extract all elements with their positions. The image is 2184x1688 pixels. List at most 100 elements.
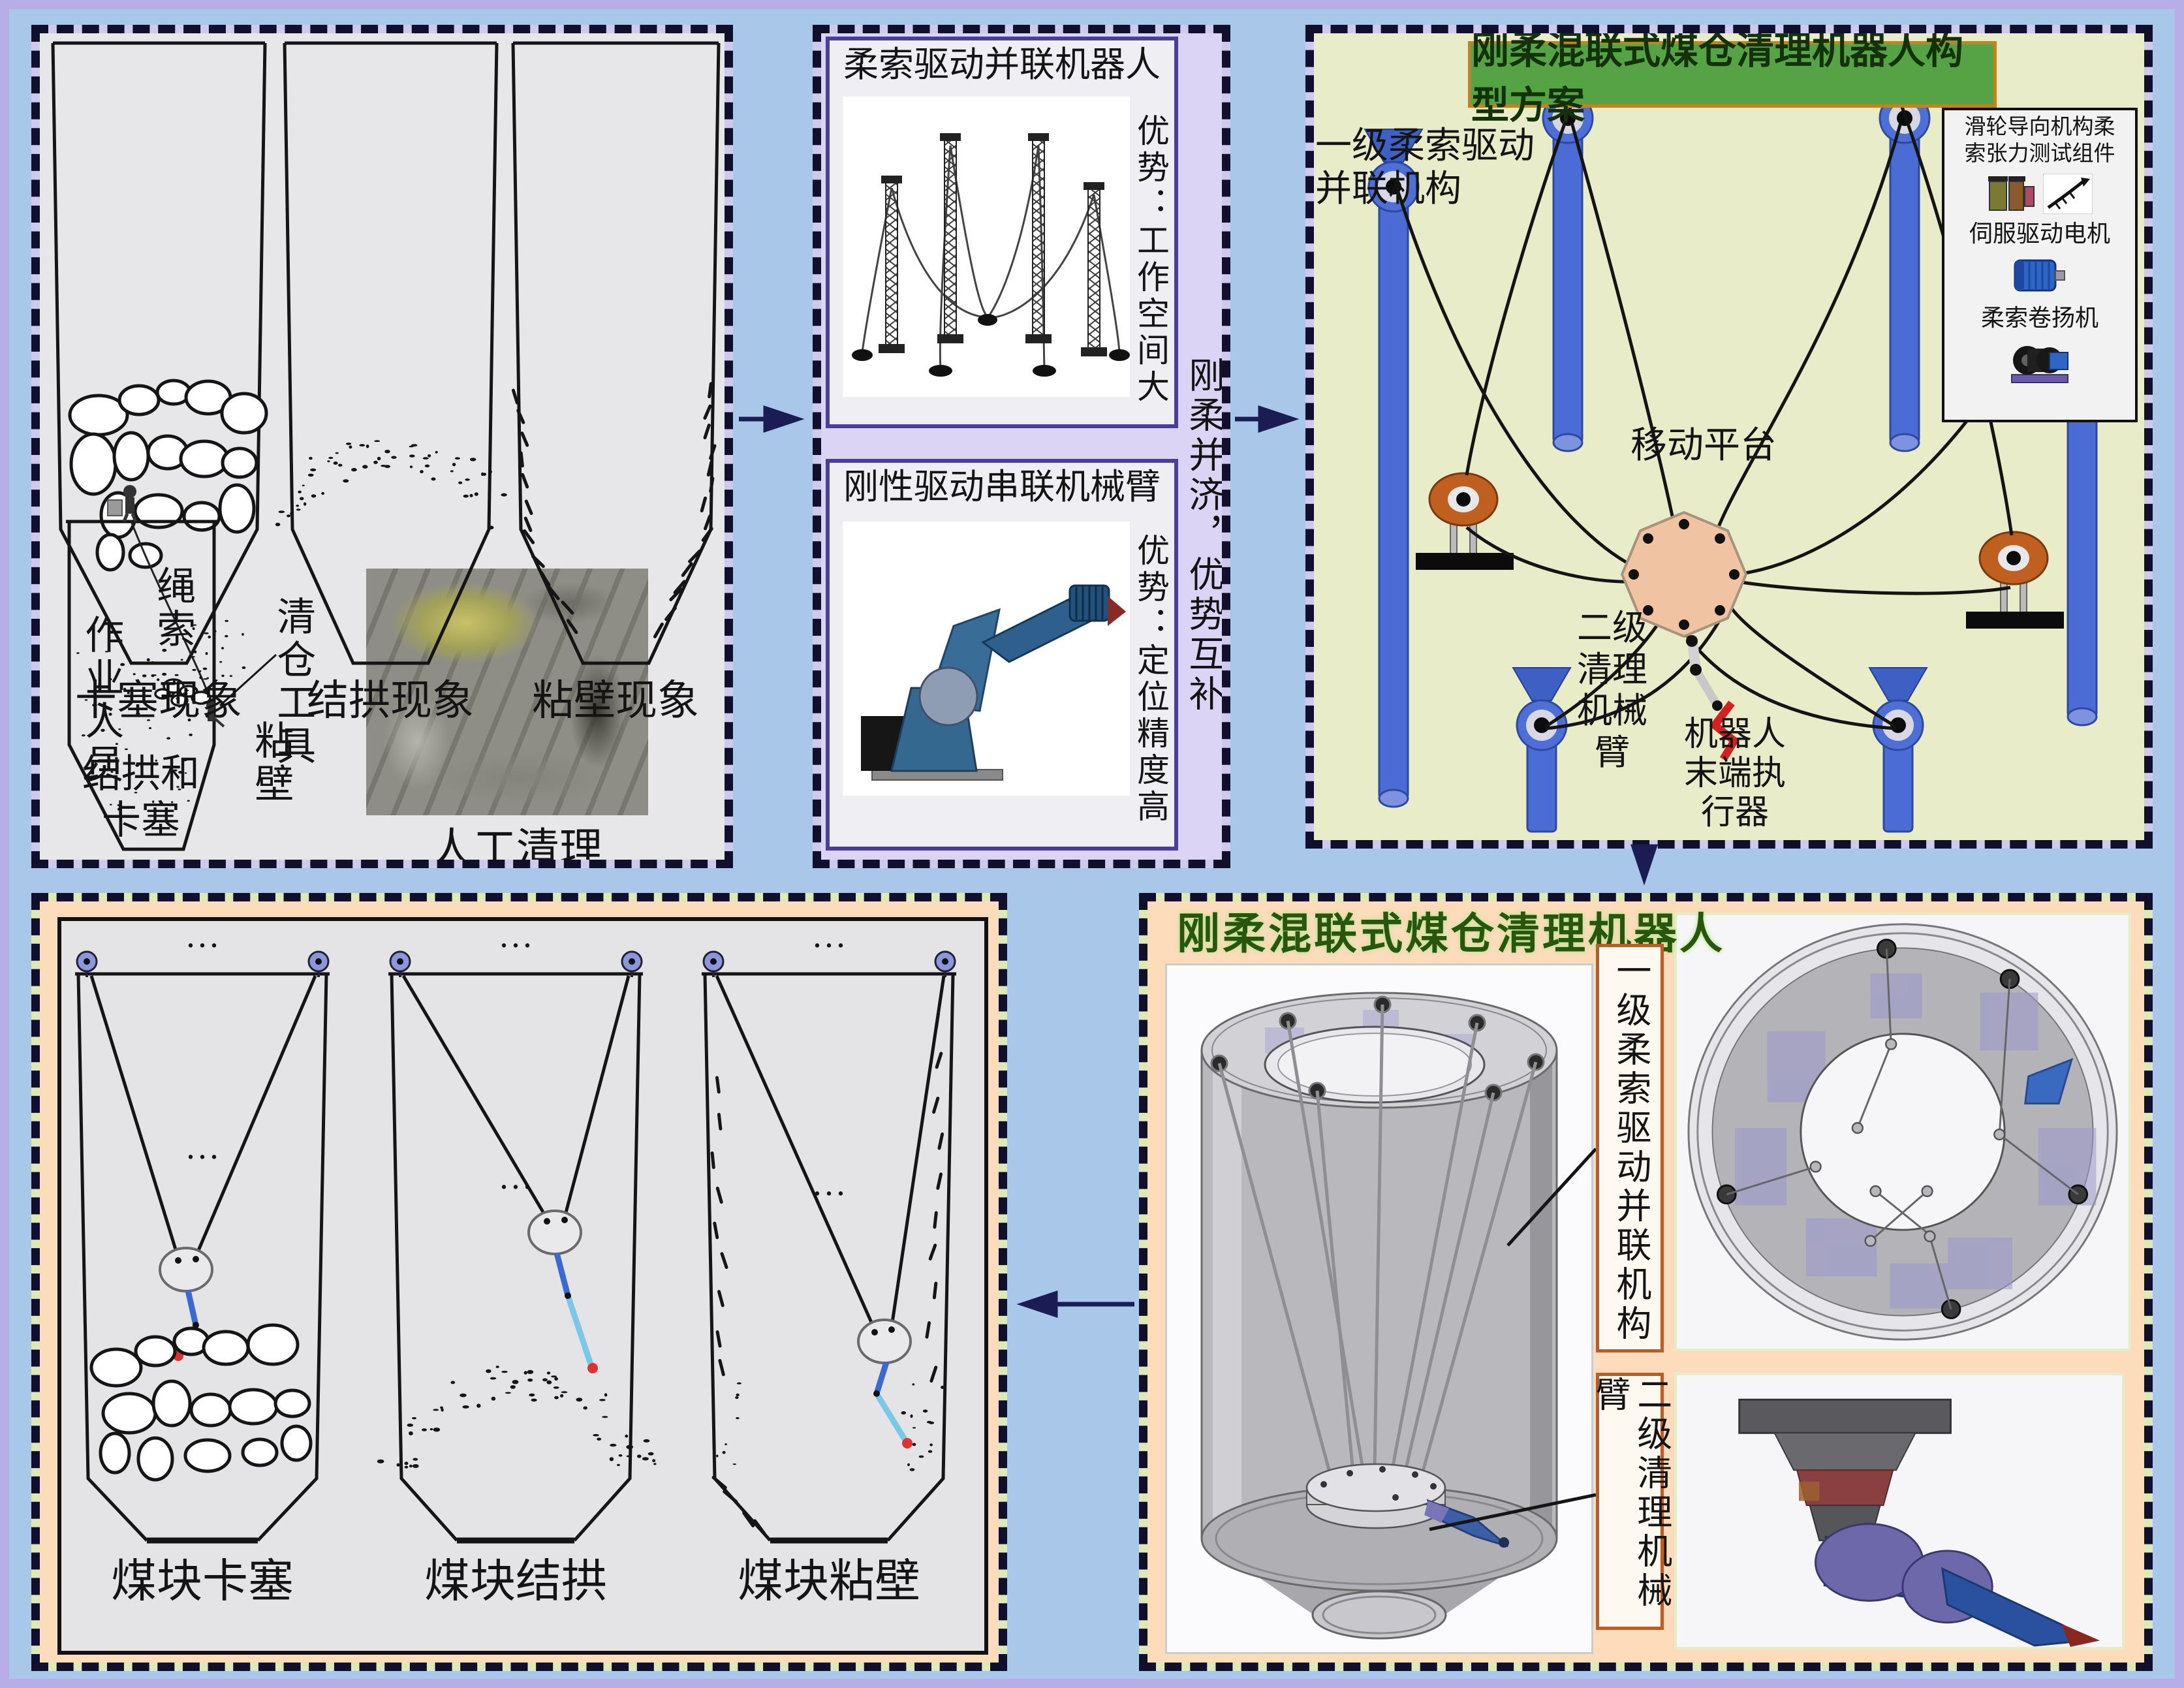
ellipsis-5: ··· <box>498 1167 533 1206</box>
coal-lumps <box>68 379 268 572</box>
red-end-effector <box>1709 700 1739 762</box>
bunkers-inner-area: ··· ··· ··· ··· ··· ··· 煤块卡塞 煤块结拱 煤块粘壁 <box>57 917 988 1655</box>
column-left <box>1364 129 1424 808</box>
serial-arm-box: 刚性驱动串联机械臂 优势：定位精度高 <box>826 459 1178 851</box>
cable-robot-image <box>843 97 1130 397</box>
ellipsis-1: ··· <box>185 926 220 965</box>
serial-arm-title: 刚性驱动串联机械臂 <box>843 467 1161 507</box>
cable-anchors <box>852 314 1130 377</box>
primary-mechanism-label: 一级柔索驱动并联机构 <box>1315 126 1535 210</box>
forearm <box>1941 1567 2090 1647</box>
legend-tension-label: 滑轮导向机构柔索张力测试组件 <box>1964 116 2115 166</box>
coal-jam-label: 煤块卡塞 <box>111 1557 294 1607</box>
robot-bunkers-drawing <box>75 950 956 1544</box>
panel-robot-in-bunkers: ··· ··· ··· ··· ··· ··· 煤块卡塞 煤块结拱 煤块粘壁 <box>31 893 1007 1671</box>
legend-box: 滑轮导向机构柔索张力测试组件 伺服驱动电机 柔索卷扬机 <box>1942 108 2138 422</box>
platform-top-view-drawing <box>1687 923 2118 1341</box>
bunker-jam-label: 卡塞现象 <box>75 678 242 724</box>
bunker-cad-image <box>1165 963 1593 1654</box>
worker-inside-icon <box>206 701 225 728</box>
rope-label: 绳索 <box>151 565 195 651</box>
panel-robot-types-body: 柔索驱动并联机器人 <box>821 33 1222 860</box>
cable-sensor-icon <box>1988 176 2035 211</box>
cable-robot-title: 柔索驱动并联机器人 <box>843 45 1161 84</box>
end-effector-label: 机器人末端执行器 <box>1683 716 1786 832</box>
legend-tension-icons <box>1987 173 2093 214</box>
bunker-cad-drawing <box>1200 992 1558 1640</box>
ellipsis-6: ··· <box>811 1174 847 1213</box>
flange-plate <box>1738 1398 1952 1434</box>
ellipsis-3: ··· <box>811 926 847 965</box>
worker-label: 作业人员 <box>79 614 123 787</box>
manual-cleaning-photo <box>366 569 648 815</box>
secondary-arm-label: 二级清理机械臂 <box>1577 608 1647 773</box>
scheme-title: 刚柔混联式煤仓清理机器人构型方案 <box>1468 33 1997 127</box>
coal-lumps-jam <box>89 1323 313 1482</box>
corner-pulleys <box>76 950 956 977</box>
panel-bunker-problems: 卡塞现象 结拱现象 粘壁现象 绳索 作业人员 清仓工具 粘壁 结拱和卡塞 人工清… <box>31 25 733 868</box>
cable-robot-advantage: 优势：工作空间大 <box>1132 114 1169 406</box>
column-bottom-right <box>1868 667 1928 833</box>
tool-leader-line <box>219 653 277 707</box>
bunker-jam-outline <box>51 41 267 665</box>
bunker-stick-outline <box>511 41 721 665</box>
end-effector-cad-drawing <box>1678 1375 2121 1647</box>
coal-arch-label: 煤块结拱 <box>424 1557 607 1607</box>
primary-mech-callout: 一级柔索驱动并联机构 <box>1596 944 1664 1352</box>
panel-bunker-problems-body: 卡塞现象 结拱现象 粘壁现象 绳索 作业人员 清仓工具 粘壁 结拱和卡塞 人工清… <box>40 33 725 860</box>
drive-cables <box>1395 102 2082 730</box>
manual-cleaning-label: 人工清理 <box>430 826 602 860</box>
arch-and-jam-label: 结拱和卡塞 <box>82 753 200 842</box>
arm-tool-tip <box>1108 596 1126 626</box>
inside-coal-lumps <box>154 678 211 707</box>
synergy-note: 刚柔并济，优势互补 <box>1183 356 1222 715</box>
red-tip <box>2061 1623 2100 1647</box>
bunker-stick-label: 粘壁现象 <box>532 678 699 724</box>
panel-robot-types: 柔索驱动并联机器人 <box>813 25 1230 868</box>
cable-robot-box: 柔索驱动并联机器人 <box>826 37 1178 428</box>
hybrid-robot-title: 刚柔混联式煤仓清理机器人 <box>1177 911 1725 958</box>
platform-top-view-image <box>1674 913 2131 1351</box>
cad-cables <box>1217 1004 1538 1477</box>
cable-winch-icon <box>2011 345 2068 383</box>
rope-line <box>130 521 213 705</box>
ellipsis-2: ··· <box>498 926 533 965</box>
serial-arm-image <box>843 522 1130 796</box>
hanging-platforms <box>159 1210 912 1364</box>
bunker-problems-drawing <box>51 41 721 851</box>
servo-motor-icon <box>2014 259 2065 291</box>
cable-end-dots <box>1809 1038 2006 1247</box>
end-effector-cad-image <box>1674 1373 2125 1649</box>
panel-configuration-scheme-body: 刚柔混联式煤仓清理机器人构型方案 一级柔索驱动并联机构 滑轮导向机构柔索张力测试… <box>1314 33 2144 840</box>
purple-patches <box>1735 973 2097 1309</box>
column-bottom-left <box>1512 667 1572 833</box>
secondary-arm-callout: 二级清理机械臂 <box>1590 1373 1671 1630</box>
tension-pulley-right <box>1966 531 2064 629</box>
serial-arm-advantage: 优势：定位精度高 <box>1132 533 1169 826</box>
panel-configuration-scheme: 刚柔混联式煤仓清理机器人构型方案 一级柔索驱动并联机构 滑轮导向机构柔索张力测试… <box>1305 25 2153 849</box>
arm-shoulder-joint <box>918 666 978 727</box>
secondary-arm-callout-text: 二级清理机械臂 <box>1590 1376 1671 1611</box>
mobile-platform-label: 移动平台 <box>1630 426 1777 466</box>
secondary-arm <box>1686 635 1739 762</box>
truss-towers <box>879 133 1107 356</box>
panel-robot-in-bunkers-body: ··· ··· ··· ··· ··· ··· 煤块卡塞 煤块结拱 煤块粘壁 <box>40 901 999 1663</box>
coal-stick-label: 煤块粘壁 <box>738 1557 920 1607</box>
panel-hybrid-robot-body: 刚柔混联式煤仓清理机器人 <box>1147 901 2144 1663</box>
hook-icon <box>2043 173 2093 214</box>
legend-winch-label: 柔索卷扬机 <box>1980 304 2098 331</box>
primary-mech-callout-text: 一级柔索驱动并联机构 <box>1610 952 1650 1344</box>
panel-hybrid-robot: 刚柔混联式煤仓清理机器人 <box>1139 893 2153 1671</box>
cad-platform <box>1305 1463 1446 1529</box>
bunker-arch-label: 结拱现象 <box>307 678 474 724</box>
legend-servo-label: 伺服驱动电机 <box>1969 220 2110 247</box>
worker-top-icon <box>107 485 138 522</box>
bunker-arch-outline <box>283 41 499 665</box>
cleaning-tool-label: 清仓工具 <box>271 596 315 768</box>
mobile-platform <box>1620 510 1748 638</box>
wall-stick-label: 粘壁 <box>249 720 292 806</box>
tension-pulley-left <box>1416 472 1514 570</box>
ellipsis-4: ··· <box>185 1137 220 1176</box>
thin-cables <box>1726 948 2079 1310</box>
